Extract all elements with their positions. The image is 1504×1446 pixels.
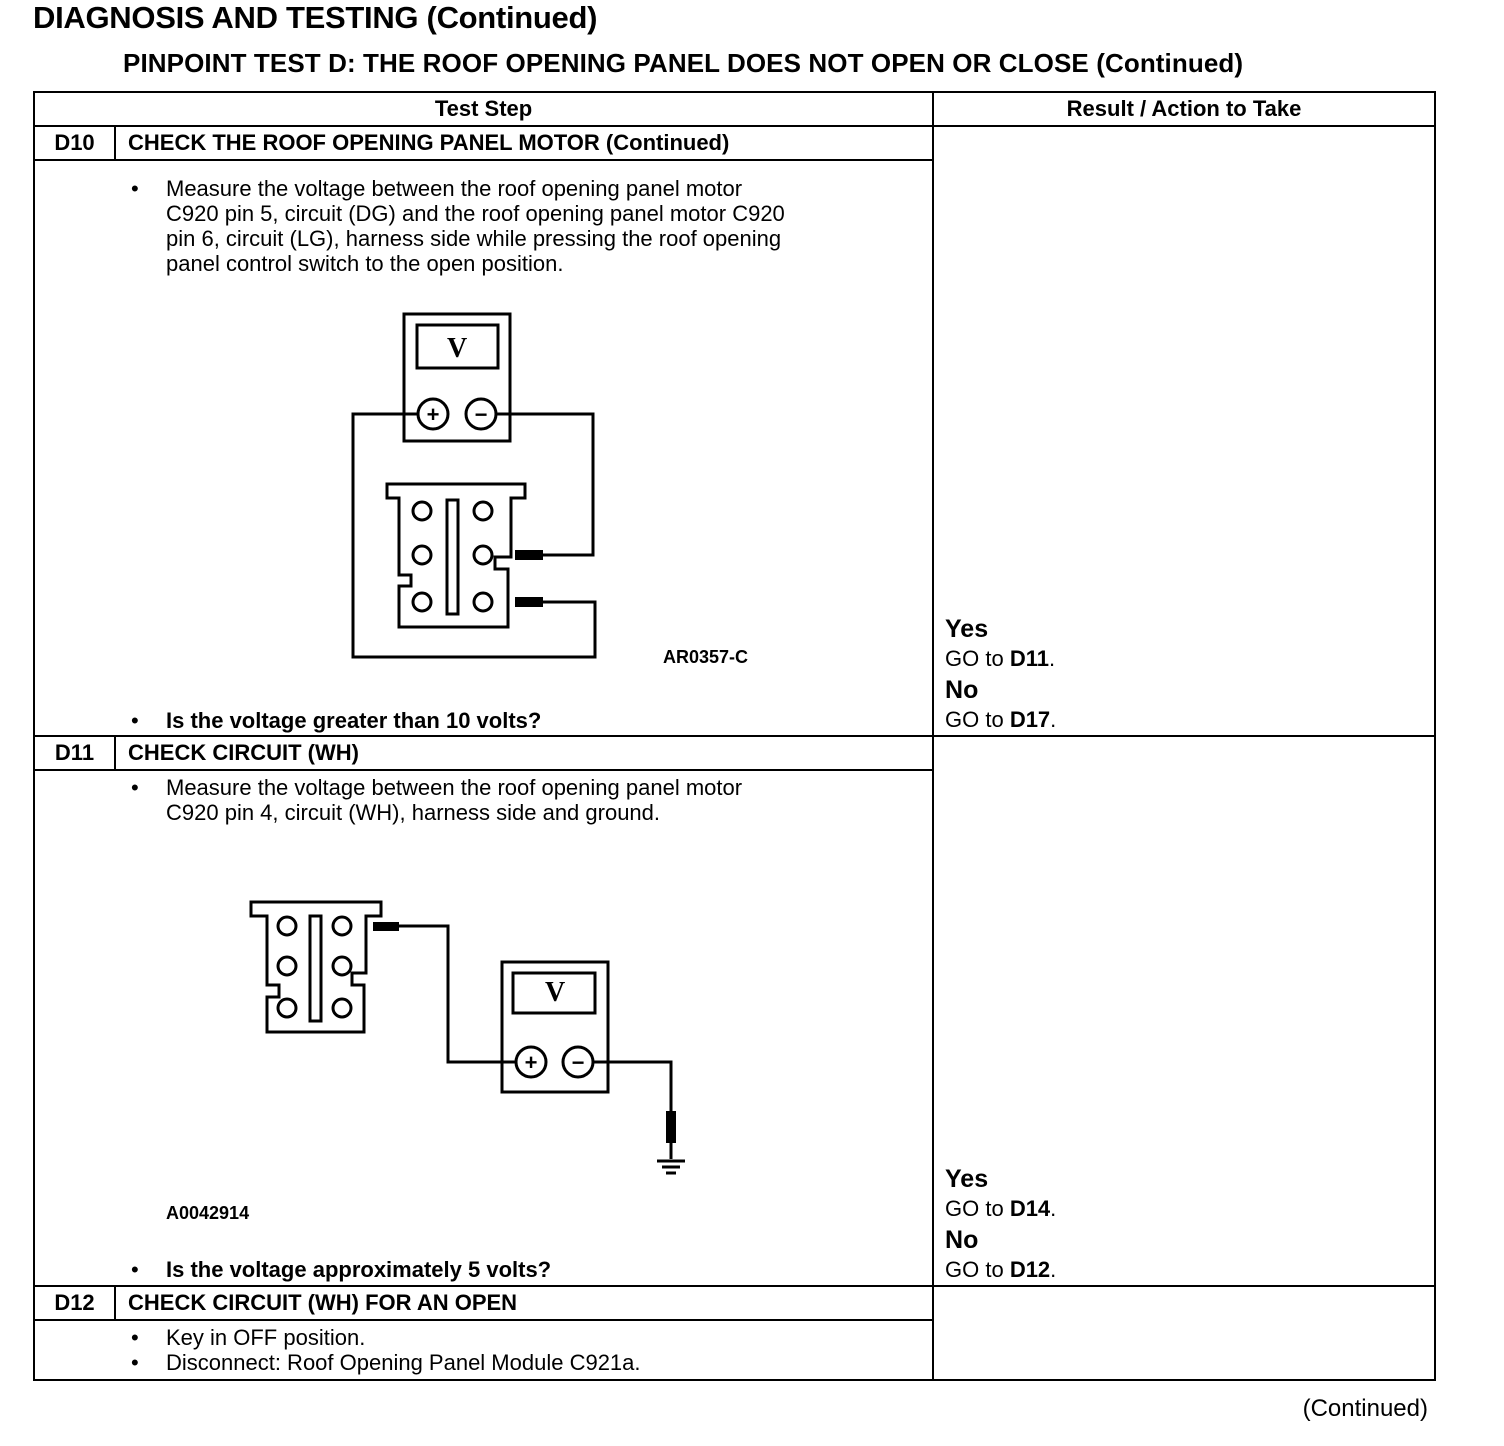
result-cell-d11: Yes GO to D14. No GO to D12. bbox=[932, 735, 1437, 1287]
step-title-d11: CHECK CIRCUIT (WH) bbox=[113, 735, 935, 771]
bullet: • bbox=[131, 1325, 139, 1350]
no-label: No bbox=[945, 1226, 979, 1254]
step-link-d11[interactable]: D11 bbox=[1009, 646, 1049, 671]
header-test-step: Test Step bbox=[32, 91, 935, 127]
no-action: GO to D17. bbox=[945, 707, 1057, 732]
step-id-d10: D10 bbox=[33, 125, 116, 161]
result-cell-d12 bbox=[932, 1285, 1437, 1381]
pinpoint-test-title: PINPOINT TEST D: THE ROOF OPENING PANEL … bbox=[123, 48, 1244, 78]
minus-terminal: − bbox=[475, 402, 488, 427]
result-cell-d10: Yes GO to D11. No GO to D17. bbox=[932, 125, 1437, 737]
voltmeter-label: V bbox=[545, 977, 565, 1008]
voltmeter-diagram-d10: V + − bbox=[351, 312, 597, 659]
step-body-d12: • Key in OFF position. • Disconnect: Roo… bbox=[32, 1319, 935, 1381]
step-title-d10: CHECK THE ROOF OPENING PANEL MOTOR (Cont… bbox=[113, 125, 935, 161]
bullet: • bbox=[131, 708, 139, 733]
step-link-d14[interactable]: D14 bbox=[1009, 1196, 1051, 1221]
plus-terminal: + bbox=[525, 1050, 538, 1075]
pinpoint-test-table: Test Step Result / Action to Take D10 CH… bbox=[32, 91, 1437, 1381]
continued-note: (Continued) bbox=[1302, 1395, 1428, 1422]
step-question: Is the voltage approximately 5 volts? bbox=[166, 1257, 552, 1282]
step-link-d12[interactable]: D12 bbox=[1009, 1257, 1051, 1282]
no-action: GO to D12. bbox=[945, 1257, 1057, 1282]
figure-id: A0042914 bbox=[166, 1203, 250, 1223]
step-body-d10: • Measure the voltage between the roof o… bbox=[32, 159, 935, 737]
step-id-d12: D12 bbox=[33, 1285, 116, 1321]
bullet: • bbox=[131, 1257, 139, 1282]
step-title-d12: CHECK CIRCUIT (WH) FOR AN OPEN bbox=[113, 1285, 935, 1321]
voltmeter-label: V bbox=[447, 333, 467, 364]
bullet: • bbox=[131, 775, 139, 800]
no-label: No bbox=[945, 676, 979, 704]
step-body-d11: • Measure the voltage between the roof o… bbox=[32, 769, 935, 1287]
instruction-text: Measure the voltage between the roof ope… bbox=[166, 176, 785, 276]
header-result-action: Result / Action to Take bbox=[932, 91, 1437, 127]
instruction-text: Key in OFF position. bbox=[166, 1325, 366, 1350]
page-title: DIAGNOSIS AND TESTING (Continued) bbox=[33, 0, 598, 35]
step-id-d11: D11 bbox=[33, 735, 116, 771]
yes-label: Yes bbox=[945, 615, 989, 643]
voltmeter-diagram-d11: V + − bbox=[249, 900, 685, 1175]
minus-terminal: − bbox=[572, 1050, 585, 1075]
instruction-text: Measure the voltage between the roof ope… bbox=[166, 775, 743, 825]
plus-terminal: + bbox=[427, 402, 440, 427]
yes-action: GO to D11. bbox=[945, 646, 1056, 671]
instruction-text: Disconnect: Roof Opening Panel Module C9… bbox=[166, 1350, 641, 1375]
yes-label: Yes bbox=[945, 1165, 989, 1193]
bullet: • bbox=[131, 1350, 139, 1375]
step-question: Is the voltage greater than 10 volts? bbox=[166, 708, 542, 733]
step-link-d17[interactable]: D17 bbox=[1009, 707, 1051, 732]
yes-action: GO to D14. bbox=[945, 1196, 1057, 1221]
figure-id: AR0357-C bbox=[663, 647, 749, 667]
bullet: • bbox=[131, 176, 139, 201]
